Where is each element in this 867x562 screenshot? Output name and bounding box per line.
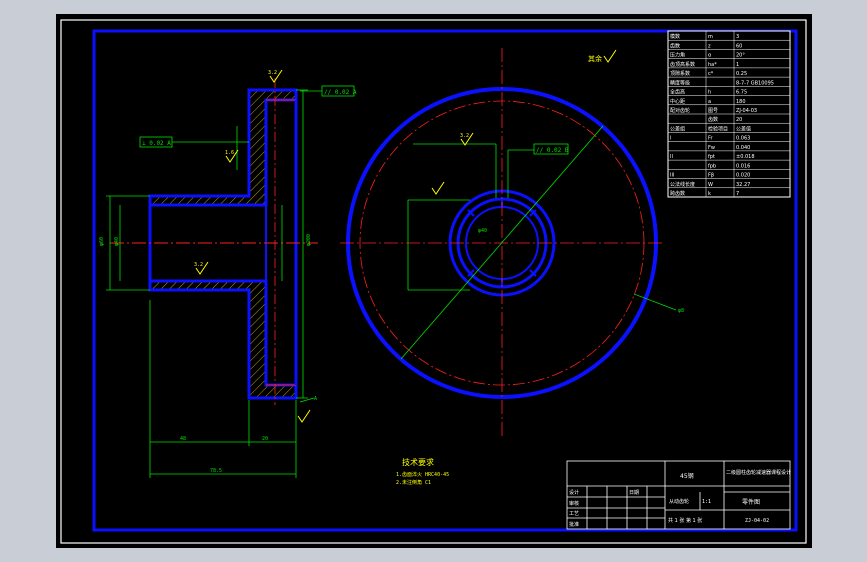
outer-callout: φ8 [678, 308, 684, 314]
datum-note: A [314, 396, 317, 402]
param-cell: Fr [708, 136, 714, 142]
param-cell: 顶隙系数 [670, 70, 690, 77]
title-scale: 1:1 [702, 499, 711, 505]
param-cell: 0.016 [736, 163, 750, 169]
param-cell: ±0.018 [736, 154, 755, 160]
param-cell: m [708, 34, 713, 40]
param-cell: 7 [736, 191, 739, 197]
param-cell: 32.27 [736, 182, 750, 188]
roughness-label-3: 3.2 [194, 262, 203, 268]
dim-hub-length: 48 [180, 436, 186, 442]
param-cell: 精度等级 [670, 79, 690, 86]
roughness-label-2: 1.6 [225, 150, 234, 156]
param-cell: h [708, 90, 711, 96]
title-sheet: 共 1 张 第 1 张 [668, 517, 702, 524]
tolerance-box-2[interactable]: ⊥ 0.02 A [139, 136, 249, 148]
sheet-inner-border [92, 29, 798, 532]
param-cell: c* [708, 71, 714, 77]
title-designer: 设计 [569, 489, 579, 496]
param-table[interactable]: 模数 m 3 齿数 z 60 压力角 α 20° 齿顶高系数 ha* 1 顶隙系数 c* 0.25 精度等级 8… [667, 30, 791, 198]
dim-rim-width: 20 [262, 436, 268, 442]
title-process: 工艺 [569, 511, 579, 517]
param-cell: 模数 [670, 33, 680, 40]
title-part-name: 从动齿轮 [669, 498, 689, 505]
param-cell: α [708, 53, 712, 59]
param-cell: ZJ-04-03 [736, 108, 757, 114]
param-cell: 180 [736, 99, 746, 105]
param-cell: 公差组 [670, 125, 685, 132]
param-cell: 全齿高 [670, 89, 685, 96]
tolerance-box-2-text: ⊥ 0.02 A [142, 140, 171, 147]
param-cell: 0.25 [736, 71, 747, 77]
tech-line-2: 2.未注倒角 C1 [396, 479, 431, 486]
title-block[interactable] [566, 460, 791, 530]
diameter-leader [400, 125, 604, 360]
roughness-symbols [195, 69, 311, 423]
param-cell: 检验项目 [708, 125, 728, 132]
param-cell: fpb [708, 163, 716, 169]
param-cell: W [708, 182, 713, 188]
param-cell: 配对齿轮 [670, 107, 690, 114]
roughness-label-4: 3.2 [460, 133, 469, 139]
param-cell: a [708, 99, 711, 105]
section-view[interactable]: // 0.02 A ⊥ 0.02 A 3.2 1.6 3.2 48 20 78.… [99, 69, 357, 478]
param-cell: 公差值 [736, 125, 751, 132]
param-cell: 20° [736, 53, 745, 59]
sheet-outer-border [60, 19, 807, 544]
tech-line-1: 1.齿面淬火 HRC40-45 [396, 471, 449, 478]
dim-overall-length: 78.5 [210, 468, 222, 474]
param-cell: 0.020 [736, 173, 750, 179]
param-cell: 0.063 [736, 136, 750, 142]
title-drawing-type: 零件图 [742, 498, 760, 506]
param-cell: I [670, 136, 671, 142]
title-material: 45钢 [680, 472, 694, 480]
param-cell: fpt [708, 154, 715, 160]
param-cell: 1 [736, 62, 739, 68]
param-cell: k [708, 191, 711, 197]
param-cell: 齿数 [670, 42, 680, 49]
tech-requirements[interactable]: 技术要求 1.齿面淬火 HRC40-45 2.未注倒角 C1 [396, 457, 449, 486]
param-cell: II [670, 154, 673, 160]
top-right-note: 其余 [588, 54, 602, 63]
dim-bore: φ40 [114, 237, 120, 246]
param-cell: 8-7-7 GB10095 [736, 80, 774, 86]
tolerance-box-1[interactable]: // 0.02 A [300, 85, 357, 97]
param-cell: III [670, 173, 674, 179]
param-cell: 图号 [708, 108, 718, 114]
param-cell: 0.040 [736, 145, 750, 151]
tech-title: 技术要求 [402, 457, 434, 467]
param-cell: 公法线长度 [670, 181, 695, 188]
param-cell: 60 [736, 43, 742, 49]
dim-hub-dia: φ60 [99, 237, 105, 246]
param-cell: 齿顶高系数 [670, 61, 695, 68]
param-cell: 齿数 [708, 116, 718, 123]
tolerance-box-3-text: // 0.02 B [536, 147, 569, 154]
param-cell: z [708, 43, 711, 49]
tolerance-box-3[interactable]: // 0.02 B [533, 143, 569, 155]
title-checker: 审核 [569, 500, 579, 507]
param-cell: 跨齿数 [670, 190, 685, 197]
title-project: 二级圆柱齿轮减速器课程设计 [726, 469, 791, 476]
param-cell: Fβ [708, 173, 714, 179]
param-cell: 6.75 [736, 90, 747, 96]
param-cell: 20 [736, 117, 742, 123]
param-cell: ha* [708, 62, 717, 68]
dim-outer-dia: φ200 [306, 234, 312, 246]
front-view[interactable]: φ40 // 0.02 B φ8 3.2 其余 [340, 48, 684, 438]
title-date: 日期 [629, 490, 639, 496]
tolerance-box-1-text: // 0.02 A [324, 89, 357, 96]
param-cell: 3 [736, 34, 739, 40]
param-cell: 中心距 [670, 98, 685, 105]
param-cell: 压力角 [670, 52, 685, 59]
param-cell: Fw [708, 145, 715, 151]
roughness-label-1: 3.2 [268, 70, 277, 76]
center-diameter-label: φ40 [478, 228, 487, 234]
title-drawing-no: ZJ-04-02 [745, 518, 769, 524]
title-approved: 批准 [569, 521, 579, 528]
